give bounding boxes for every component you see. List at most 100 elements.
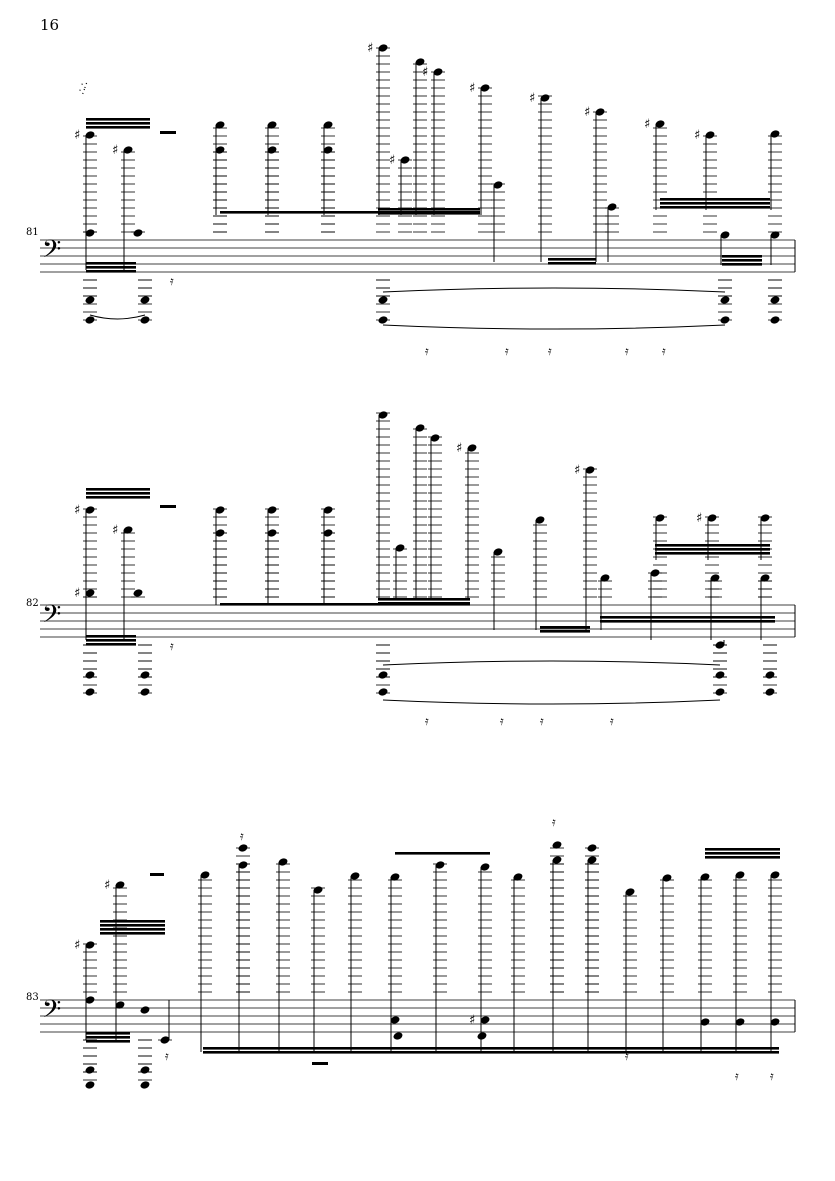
notehead [760, 514, 770, 522]
notehead [467, 444, 477, 452]
notehead [390, 873, 400, 881]
rest-icon: 𝄿 [548, 344, 552, 358]
notehead [715, 688, 725, 696]
notehead [480, 84, 490, 92]
rest-icon: 𝄿 [240, 829, 244, 843]
beam [660, 198, 770, 201]
notehead [215, 146, 225, 154]
rest-icon: 𝄿 [625, 344, 629, 358]
notehead [215, 506, 225, 514]
notehead [700, 1018, 710, 1026]
beam [722, 255, 762, 258]
notehead [323, 146, 333, 154]
notehead [435, 861, 445, 869]
sharp-icon: ♯ [469, 81, 475, 96]
notehead [735, 1018, 745, 1026]
notehead [770, 130, 780, 138]
sharp-icon: ♯ [74, 503, 80, 518]
bass-clef-icon: 𝄢 [42, 600, 61, 635]
rest-bar [160, 131, 176, 134]
notehead [378, 411, 388, 419]
beam [86, 1040, 130, 1043]
notehead [655, 120, 665, 128]
beam [540, 630, 590, 633]
notehead [493, 548, 503, 556]
beam [660, 202, 770, 205]
beam [203, 1051, 779, 1054]
beam [220, 211, 480, 214]
rest-icon: 𝄿 [662, 344, 666, 358]
beam [600, 616, 775, 619]
notehead [705, 131, 715, 139]
beam [86, 270, 136, 273]
notehead [267, 529, 277, 537]
notehead [267, 506, 277, 514]
notehead [480, 1016, 490, 1024]
rest-icon: 𝄿 [770, 1069, 774, 1083]
notehead [378, 671, 388, 679]
notehead [85, 688, 95, 696]
notehead [160, 1036, 170, 1044]
beam [86, 122, 150, 125]
sharp-icon: ♯ [696, 511, 702, 526]
notehead [480, 863, 490, 871]
beam [86, 488, 150, 491]
notehead [85, 589, 95, 597]
rest-icon: 𝄿 [552, 815, 556, 829]
notehead [85, 671, 95, 679]
notehead [85, 131, 95, 139]
beam [86, 266, 136, 269]
notehead [760, 574, 770, 582]
beam [705, 852, 780, 855]
sharp-icon: ♯ [389, 153, 395, 168]
beam [86, 492, 150, 495]
notehead [552, 856, 562, 864]
tie [382, 287, 726, 293]
notehead [770, 296, 780, 304]
sharp-icon: ♯ [74, 938, 80, 953]
notehead [200, 871, 210, 879]
notehead [513, 873, 523, 881]
notehead [140, 296, 150, 304]
notehead [115, 881, 125, 889]
rest-icon: 𝄿 [540, 714, 544, 728]
bass-clef-icon: 𝄢 [42, 235, 61, 270]
notehead [700, 873, 710, 881]
tie [382, 660, 721, 666]
sharp-icon: ♯ [74, 586, 80, 601]
beam [86, 262, 136, 265]
beam [100, 932, 165, 935]
sharp-icon: ♯ [694, 128, 700, 143]
sharp-icon: ♯ [644, 117, 650, 132]
notehead [378, 688, 388, 696]
beam [378, 598, 470, 601]
notehead [707, 514, 717, 522]
notehead [123, 526, 133, 534]
beam [378, 208, 480, 211]
rest-bar [312, 1062, 328, 1065]
notehead [477, 1032, 487, 1040]
beam [203, 1047, 779, 1050]
notehead [323, 529, 333, 537]
notehead [535, 516, 545, 524]
beam [705, 856, 780, 859]
notehead [215, 121, 225, 129]
notehead [313, 886, 323, 894]
notehead [430, 434, 440, 442]
notehead [540, 94, 550, 102]
notehead [133, 589, 143, 597]
notehead [85, 1066, 95, 1074]
beam [722, 263, 762, 266]
beam [655, 552, 770, 555]
notehead [662, 874, 672, 882]
rest-icon: 𝄿 [500, 714, 504, 728]
notehead [85, 296, 95, 304]
notehead [85, 1081, 95, 1089]
beam [86, 643, 136, 646]
measure-number-82: 82 [26, 598, 39, 609]
beam [86, 635, 136, 638]
notehead [587, 856, 597, 864]
notehead [770, 871, 780, 879]
notehead [85, 941, 95, 949]
